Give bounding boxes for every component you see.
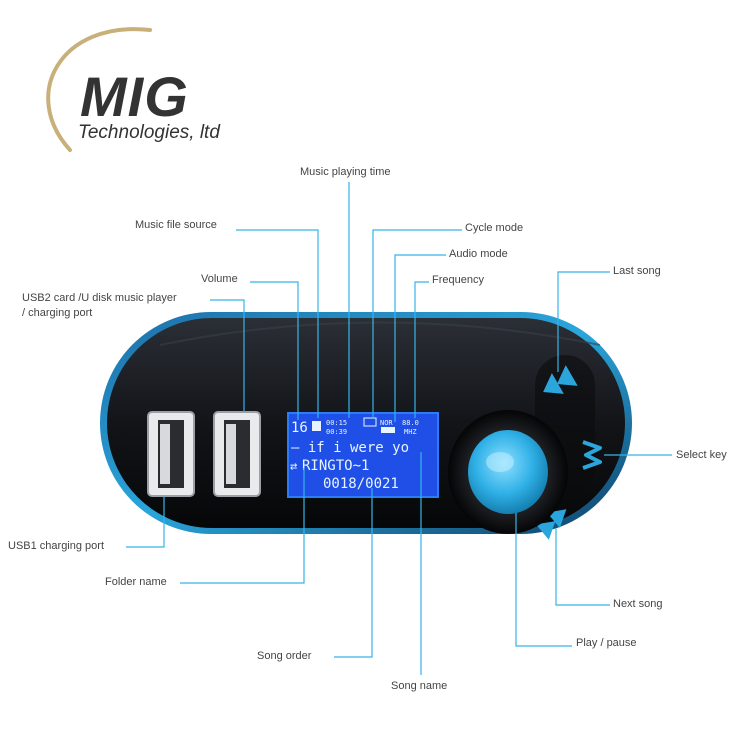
label-music-playing-time: Music playing time (300, 166, 391, 178)
label-audio-mode: Audio mode (449, 248, 508, 260)
lcd-time-total: 00:39 (326, 428, 347, 436)
cycle-mode-icon (363, 417, 377, 427)
label-usb2-port-line2: / charging port (22, 307, 93, 319)
lcd-audio-mode: NOR (380, 419, 393, 427)
play-pause-knob-icon (486, 452, 514, 472)
leader-audio-mode (394, 254, 446, 422)
label-cycle-mode: Cycle mode (465, 222, 524, 234)
last-song-button[interactable] (537, 365, 578, 402)
lcd-time-elapsed: 00:15 (326, 419, 347, 427)
brand-subtitle: Technologies, ltd (78, 122, 220, 143)
leader-last-song (557, 271, 610, 372)
leader-volume (250, 281, 299, 420)
select-key-button[interactable] (582, 440, 602, 470)
skip-back-icon (543, 365, 578, 394)
label-usb1-port: USB1 charging port (8, 540, 104, 552)
leader-next-song (555, 528, 610, 606)
label-next-song: Next song (613, 598, 663, 610)
usb2-port (213, 411, 261, 497)
skip-forward-icon (535, 509, 567, 540)
lcd-frequency-unit: MHZ (404, 428, 417, 436)
lcd-display: 16 00:15 00:39 NOR 88.0 MHZ — if i were … (287, 412, 439, 498)
leader-lines (126, 182, 672, 675)
lcd-volume: 16 (291, 420, 308, 436)
leader-music-file-source (236, 229, 319, 418)
lcd-frequency: 88.0 (402, 419, 419, 427)
label-play-pause: Play / pause (576, 637, 637, 649)
label-last-song: Last song (613, 265, 661, 277)
leader-frequency (414, 281, 429, 418)
brand-logo: MIG (80, 65, 189, 128)
label-usb2-port: USB2 card /U disk music player (22, 292, 177, 304)
label-music-file-source: Music file source (135, 219, 217, 231)
leader-song-order (334, 488, 373, 658)
lcd-song-order: 0018/0021 (323, 476, 399, 492)
leader-cycle-mode (372, 229, 462, 418)
leader-usb1 (126, 496, 165, 548)
label-song-name: Song name (391, 680, 448, 692)
label-folder-name: Folder name (105, 576, 167, 588)
mode-m-icon (582, 440, 602, 470)
music-source-icon (312, 421, 321, 431)
usb1-port (147, 411, 195, 497)
label-song-order: Song order (257, 650, 312, 662)
label-volume: Volume (201, 273, 238, 285)
leader-usb2 (210, 299, 245, 412)
label-frequency: Frequency (432, 274, 484, 286)
play-pause-knob[interactable] (448, 410, 568, 534)
leader-play-pause (515, 513, 572, 647)
lcd-folder-name: RINGTO~1 (302, 458, 369, 474)
audio-mode-icon (381, 427, 395, 433)
label-select-key: Select key (676, 449, 727, 461)
logo-arc (46, 27, 152, 152)
lcd-song-name: — if i were yo (291, 440, 409, 456)
next-song-button[interactable] (535, 502, 574, 540)
leader-folder-name (180, 468, 305, 584)
folder-icon: ⇄ (290, 459, 297, 473)
